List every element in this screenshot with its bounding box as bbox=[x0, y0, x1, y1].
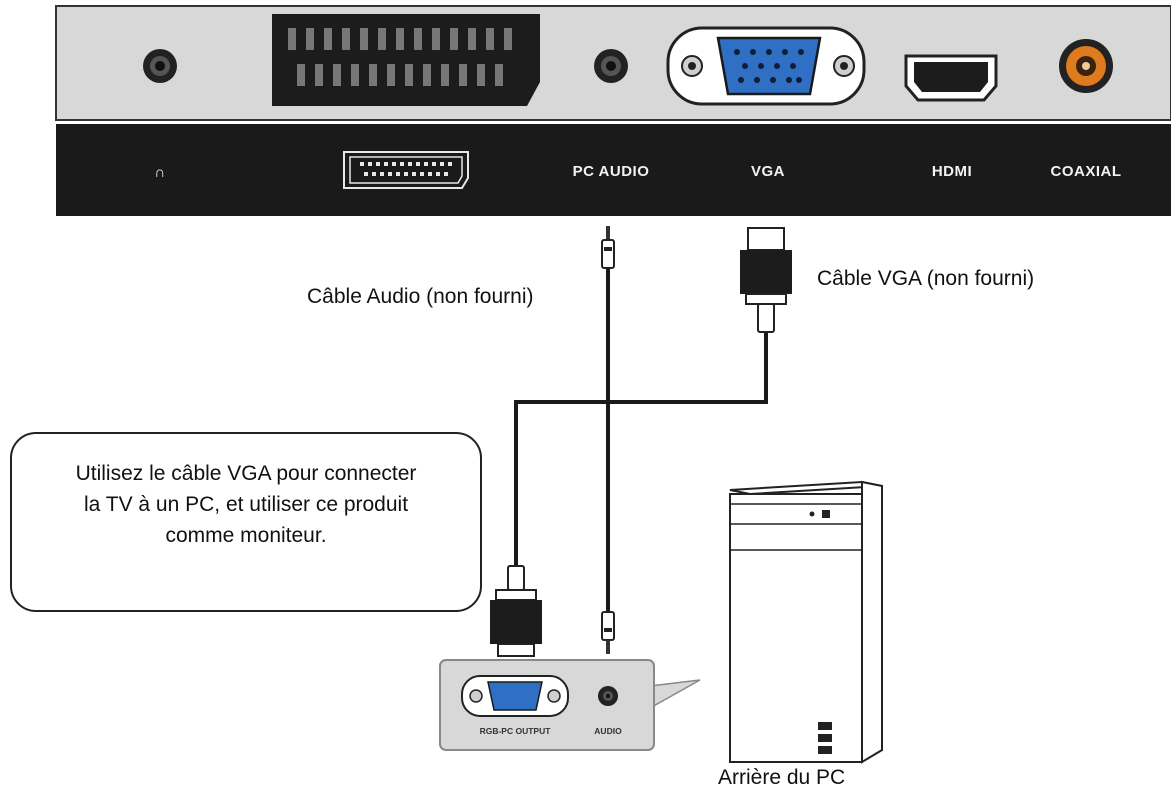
coaxial-port-icon bbox=[1059, 39, 1113, 93]
vga-port-label: VGA bbox=[751, 163, 785, 180]
scart-port-icon bbox=[272, 14, 540, 106]
instruction-note-box: Utilisez le câble VGA pour connecter la … bbox=[10, 432, 482, 612]
coaxial-port-label: COAXIAL bbox=[1051, 163, 1122, 180]
headphone-jack-icon bbox=[143, 49, 177, 83]
pc-audio-port-label: PC AUDIO bbox=[573, 163, 650, 180]
vga-port-icon bbox=[666, 26, 866, 106]
pc-back-panel: RGB-PC OUTPUT AUDIO bbox=[439, 659, 701, 751]
pc-rear-caption: Arrière du PC bbox=[718, 766, 846, 789]
audio-cable-label: Câble Audio (non fourni) bbox=[307, 285, 533, 308]
pc-audio-out-jack-icon bbox=[598, 686, 618, 706]
pc-audio-label: AUDIO bbox=[594, 726, 622, 736]
vga-cable bbox=[490, 227, 792, 657]
scart-symbol-icon bbox=[343, 151, 469, 189]
rgb-pc-output-port-icon bbox=[461, 675, 569, 717]
tv-connector-panel: ∩ PC AUDIO VGA HDMI COAXIAL bbox=[55, 5, 1171, 216]
pc-tower-icon bbox=[729, 480, 883, 764]
rgb-pc-output-label: RGB-PC OUTPUT bbox=[480, 726, 552, 736]
hdmi-port-icon bbox=[904, 54, 998, 102]
audio-cable bbox=[601, 226, 615, 654]
instruction-note-text: Utilisez le câble VGA pour connecter la … bbox=[75, 462, 417, 547]
hdmi-port-label: HDMI bbox=[932, 163, 972, 180]
vga-cable-label: Câble VGA (non fourni) bbox=[817, 267, 1034, 290]
pc-audio-jack-icon bbox=[594, 49, 628, 83]
headphone-port-label: ∩ bbox=[154, 164, 165, 181]
